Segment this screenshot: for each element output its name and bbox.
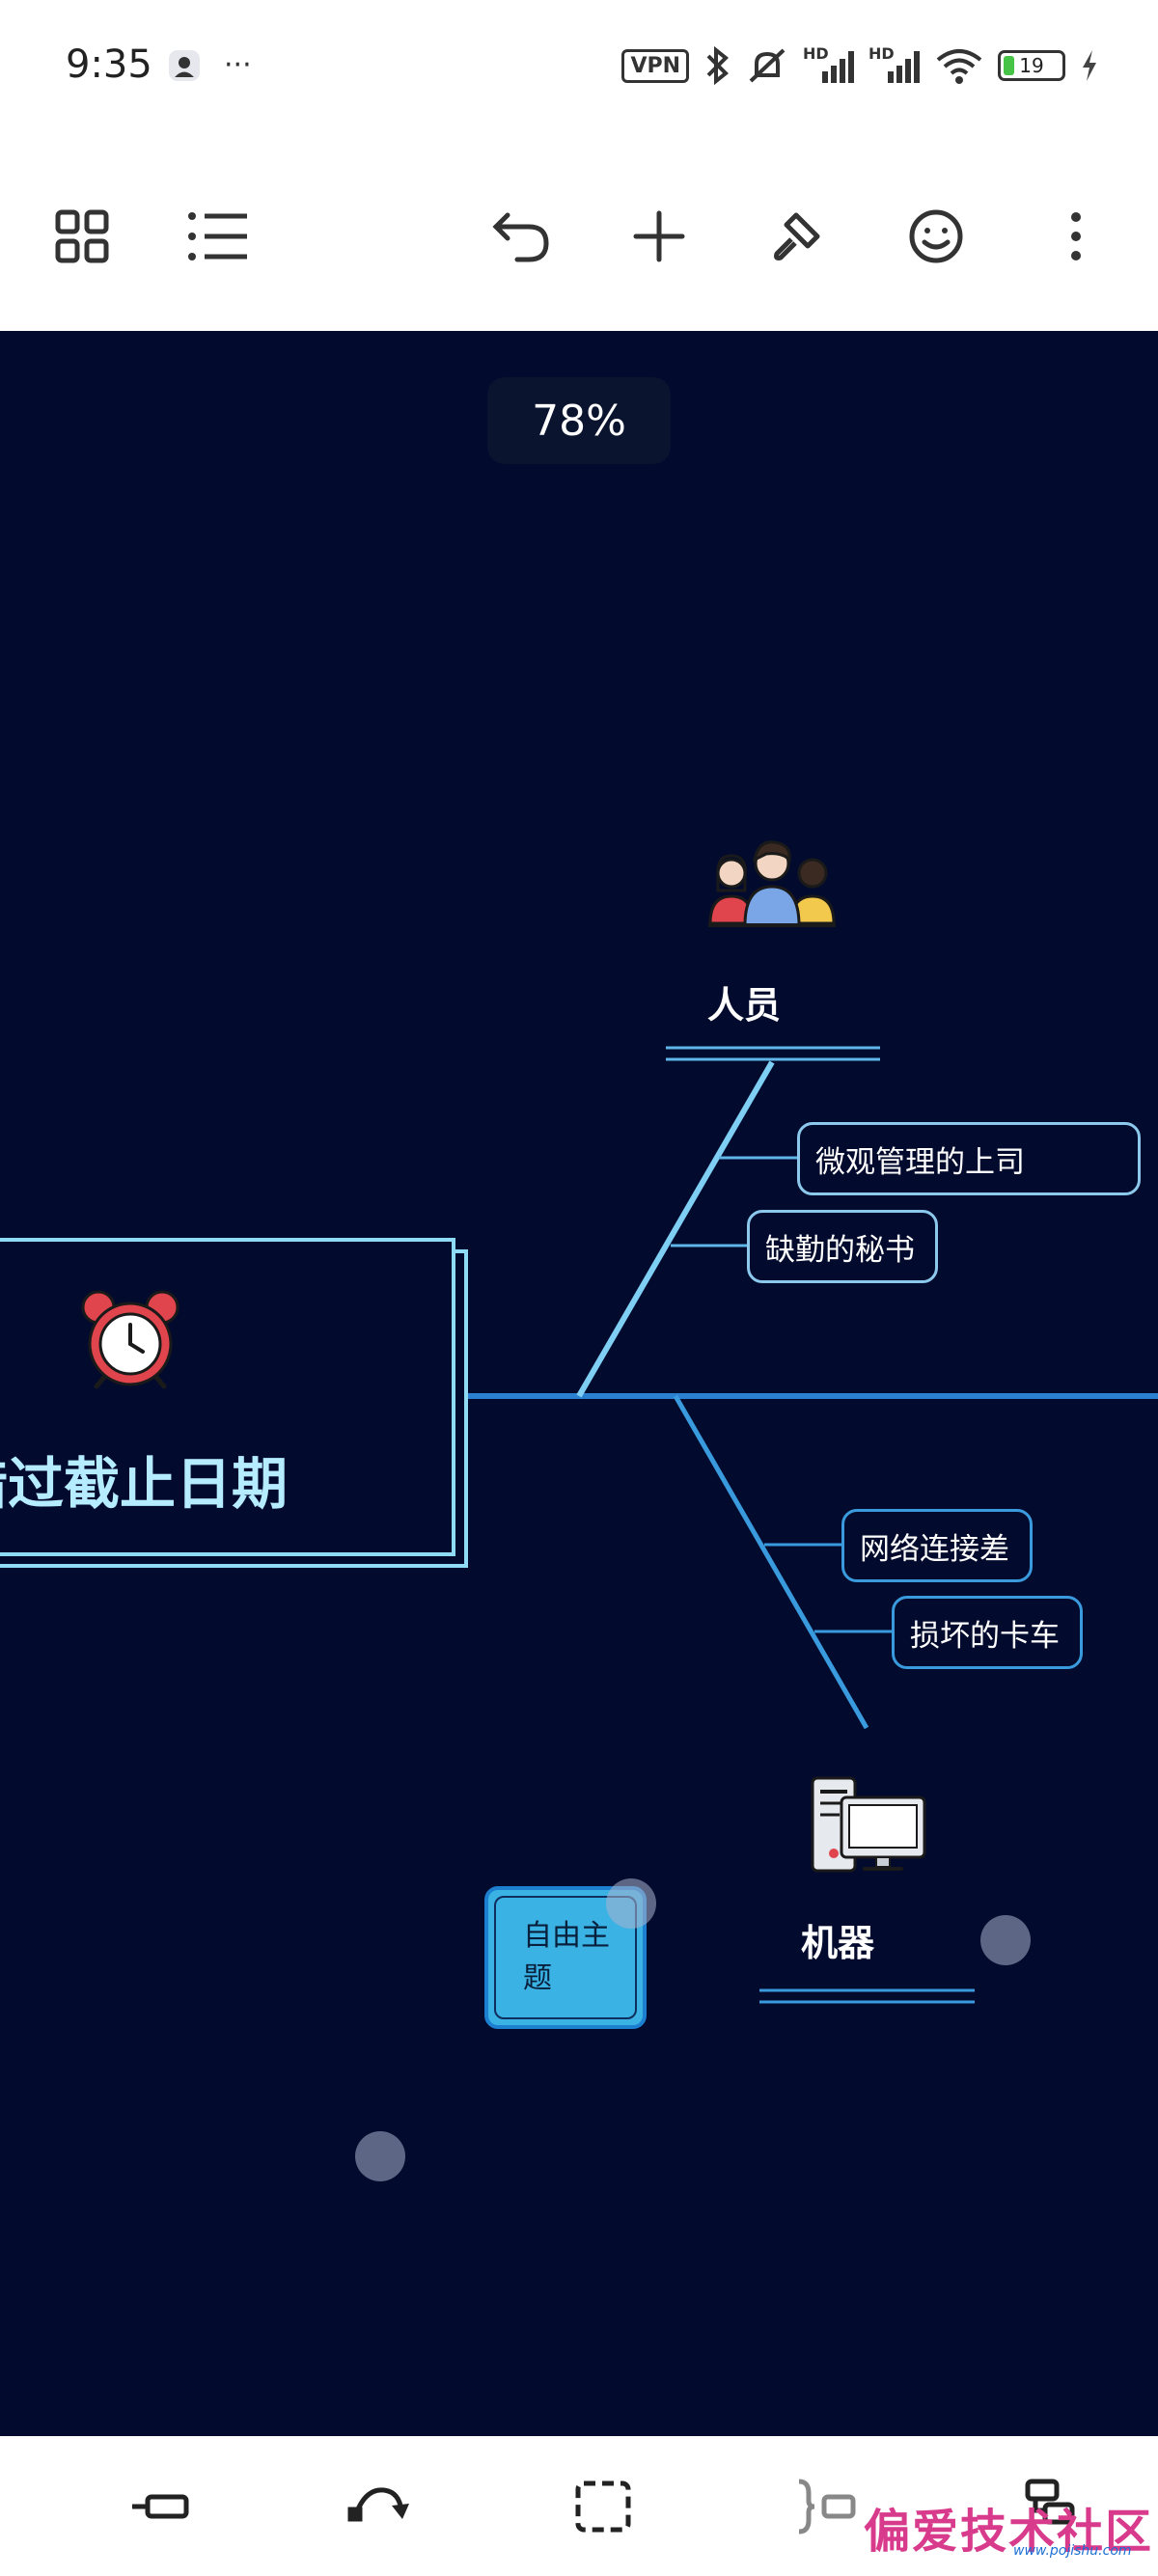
undo-icon[interactable] xyxy=(487,203,555,270)
mind-map-canvas[interactable]: 78% 错过截止日期 xyxy=(0,331,1158,2436)
free-topic[interactable]: 自由主题 xyxy=(484,1886,647,2029)
branch-line-machine xyxy=(673,1394,869,1730)
status-bar: 9:35 ··· VPN HD HD xyxy=(0,0,1158,135)
insert-subtopic-icon[interactable] xyxy=(125,2473,193,2540)
computer-icon xyxy=(811,1776,926,1873)
grid-icon[interactable] xyxy=(48,203,116,270)
outline-list-icon[interactable] xyxy=(185,203,253,270)
drag-handle[interactable] xyxy=(980,1915,1031,1965)
alarm-clock-icon xyxy=(81,1290,179,1389)
watermark-url: www.pojishu.com xyxy=(1013,2543,1132,2559)
top-toolbar xyxy=(0,183,1158,289)
status-right: VPN HD HD 19 xyxy=(621,44,1100,85)
vpn-icon: VPN xyxy=(621,48,689,83)
status-left-icons: ··· xyxy=(168,48,252,82)
fishbone-connectors xyxy=(468,1046,1158,2004)
signal-icon-2: HD xyxy=(868,44,921,85)
wifi-icon xyxy=(936,49,982,84)
add-icon[interactable] xyxy=(625,203,693,270)
boundary-icon[interactable] xyxy=(569,2473,637,2540)
branch-label-machine[interactable]: 机器 xyxy=(801,1922,875,1964)
mute-icon xyxy=(749,48,786,83)
battery-fill xyxy=(1004,56,1014,75)
callout-icon[interactable] xyxy=(1013,2473,1081,2540)
notification-app-icon xyxy=(169,49,200,81)
drag-handle[interactable] xyxy=(355,2131,405,2181)
bottom-toolbar xyxy=(0,2436,1158,2576)
people-group-icon xyxy=(708,840,836,927)
resize-handle[interactable] xyxy=(606,1878,656,1929)
branch-label-people[interactable]: 人员 xyxy=(707,984,782,1027)
more-vertical-icon[interactable] xyxy=(1042,203,1110,270)
watermark: 偏爱技术社区 xyxy=(864,2505,1154,2559)
subtopic-node[interactable]: 损坏的卡车 xyxy=(892,1596,1083,1669)
format-brush-icon[interactable] xyxy=(762,203,830,270)
bluetooth-icon xyxy=(706,46,729,85)
subtopic-node[interactable]: 微观管理的上司 xyxy=(797,1122,1141,1195)
charging-icon xyxy=(1083,50,1096,81)
free-topic-label: 自由主题 xyxy=(494,1896,637,2019)
emoji-icon[interactable] xyxy=(902,203,970,270)
battery-level: 19 xyxy=(1019,54,1044,77)
central-topic-title: 错过截止日期 xyxy=(0,1451,289,1517)
battery-icon: 19 xyxy=(998,50,1065,81)
signal-icon-1: HD xyxy=(803,44,855,85)
zoom-level[interactable]: 78% xyxy=(487,377,671,464)
relationship-curve-icon[interactable] xyxy=(345,2473,413,2540)
free-topic-text: 自由主题 xyxy=(523,1919,610,1995)
central-topic[interactable] xyxy=(0,1238,455,1556)
subtopic-node[interactable]: 缺勤的秘书 xyxy=(747,1210,938,1283)
subtopic-node[interactable]: 网络连接差 xyxy=(841,1509,1033,1582)
status-time: 9:35 xyxy=(66,42,152,87)
branch-line-people xyxy=(576,1060,775,1398)
more-notifications-icon: ··· xyxy=(224,48,252,82)
summary-icon[interactable] xyxy=(793,2473,861,2540)
